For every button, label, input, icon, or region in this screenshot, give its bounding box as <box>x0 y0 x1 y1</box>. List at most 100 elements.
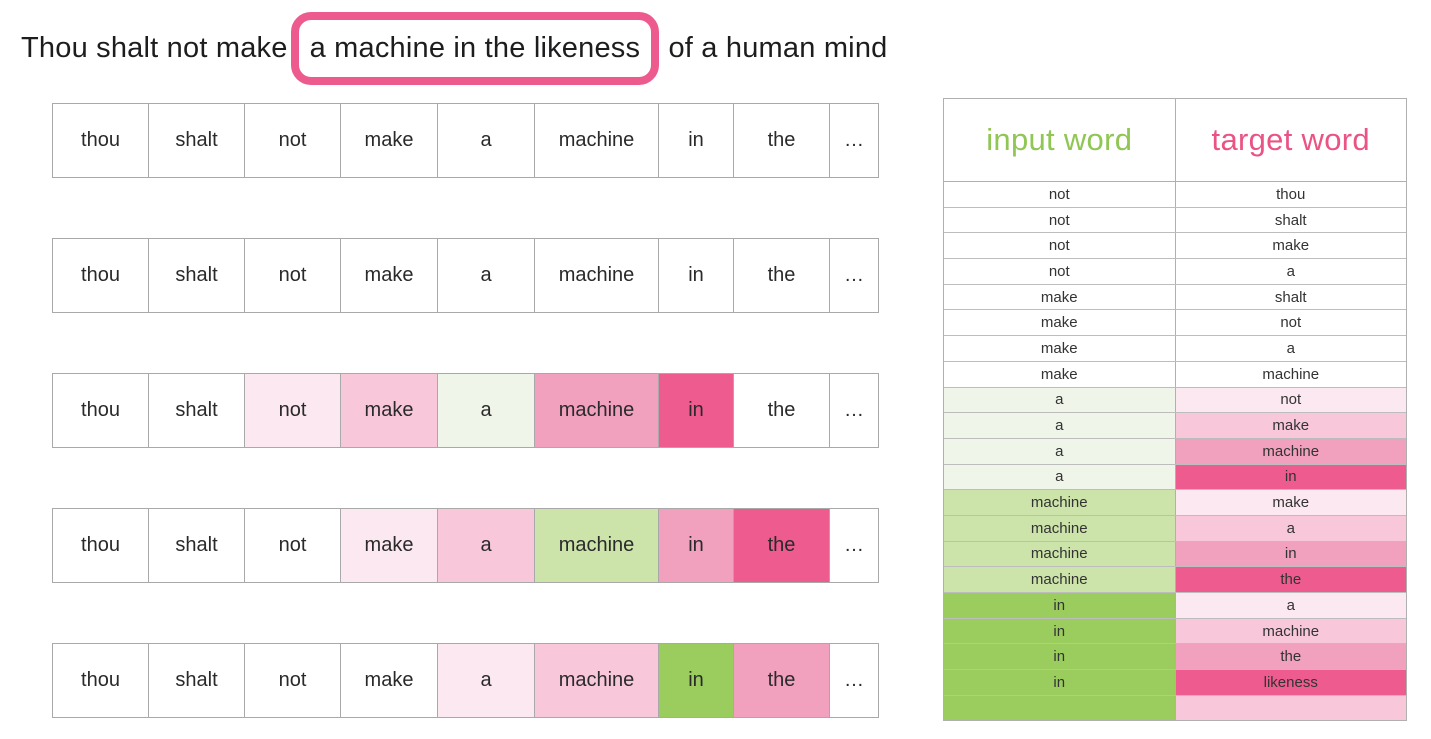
pair-target-cell: machine <box>1175 618 1406 644</box>
word-cell: thou <box>52 238 149 313</box>
pair-target-cell: in <box>1175 541 1406 567</box>
pair-target-cell: a <box>1175 336 1406 361</box>
word-cell: machine <box>534 373 659 448</box>
pair-input-cell: make <box>944 284 1176 310</box>
pair-target-cell: the <box>1175 567 1406 592</box>
word-cell: in <box>658 643 734 718</box>
word-cell: machine <box>534 643 659 718</box>
title-prefix: Thou shalt not make <box>21 32 288 64</box>
pair-target-cell: not <box>1175 310 1406 336</box>
pair-input-cell: in <box>944 593 1176 618</box>
pair-target-cell: machine <box>1175 438 1406 464</box>
target-word-header: target word <box>1211 122 1370 157</box>
word-cell: in <box>658 103 734 178</box>
word-cell: the <box>733 508 830 583</box>
word-cell: a <box>437 508 535 583</box>
pair-input-cell: a <box>944 387 1176 413</box>
pair-input-cell: machine <box>944 515 1176 541</box>
input-word-header: input word <box>944 99 1176 181</box>
word-cell: not <box>244 103 341 178</box>
pair-input-cell: a <box>944 413 1176 438</box>
page-title: Thou shalt not make a machine in the like… <box>21 12 888 85</box>
pair-input-cell: a <box>944 438 1176 464</box>
pair-input-cell: make <box>944 361 1176 387</box>
pair-target-cell: a <box>1175 259 1406 284</box>
word-cell: a <box>437 238 535 313</box>
pair-input-cell: in <box>944 670 1176 695</box>
title-suffix: of a human mind <box>668 32 888 64</box>
word-cell: shalt <box>148 373 245 448</box>
pair-input-cell: machine <box>944 490 1176 515</box>
word-cell: not <box>244 238 341 313</box>
pair-target-cell: shalt <box>1175 207 1406 233</box>
word-cell: thou <box>52 373 149 448</box>
word-cell: shalt <box>148 643 245 718</box>
word-cell: … <box>829 508 879 583</box>
pair-input-cell: not <box>944 259 1176 284</box>
word-cell: … <box>829 373 879 448</box>
word-cell: … <box>829 643 879 718</box>
pair-target-cell: likeness <box>1175 670 1406 695</box>
word-cell: thou <box>52 103 149 178</box>
word-cell: machine <box>534 238 659 313</box>
sliding-window-highlight-box: a machine in the likeness <box>290 12 660 85</box>
word-cell: the <box>733 373 830 448</box>
word-cell: machine <box>534 103 659 178</box>
word-cell: the <box>733 103 830 178</box>
pairs-table-header: input word target word <box>944 99 1406 182</box>
word-cell: a <box>437 373 535 448</box>
pair-input-cell: not <box>944 233 1176 259</box>
word-cell: not <box>244 643 341 718</box>
word-cell: the <box>733 238 830 313</box>
pair-input-cell: not <box>944 182 1176 207</box>
pair-target-cell <box>1175 695 1406 721</box>
pair-target-cell: a <box>1175 515 1406 541</box>
word-cell: the <box>733 643 830 718</box>
pair-input-cell: machine <box>944 541 1176 567</box>
word-cell: shalt <box>148 103 245 178</box>
word-cell: in <box>658 508 734 583</box>
word-cell: thou <box>52 643 149 718</box>
word-cell: not <box>244 508 341 583</box>
pair-target-cell: a <box>1175 593 1406 618</box>
word-cell: in <box>658 238 734 313</box>
word-cell: make <box>340 643 438 718</box>
pair-target-cell: make <box>1175 413 1406 438</box>
pair-row <box>944 695 1406 721</box>
pair-target-cell: in <box>1175 464 1406 490</box>
word-cell: make <box>340 103 438 178</box>
pair-target-cell: machine <box>1175 361 1406 387</box>
pair-input-cell: machine <box>944 567 1176 592</box>
word-cell: not <box>244 373 341 448</box>
pair-target-cell: make <box>1175 233 1406 259</box>
title-highlighted-phrase: a machine in the likeness <box>309 32 641 64</box>
word-cell: shalt <box>148 238 245 313</box>
word-cell: shalt <box>148 508 245 583</box>
pair-input-cell: in <box>944 618 1176 644</box>
word-cell: make <box>340 238 438 313</box>
pair-input-cell: make <box>944 336 1176 361</box>
